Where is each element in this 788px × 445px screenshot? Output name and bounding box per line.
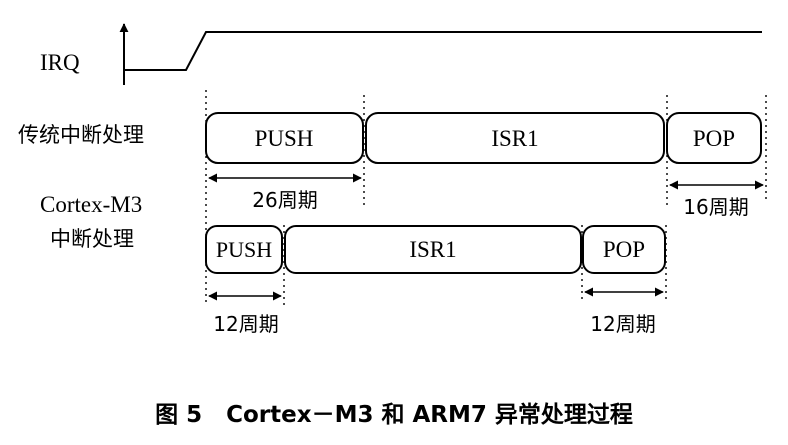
traditional-pop-text: POP [693,126,735,151]
cortex-pop-cycles: 12周期 [590,312,655,336]
traditional-pop-cycles: 16周期 [683,195,748,219]
traditional-label: 传统中断处理 [18,123,144,147]
cortex-pop-box [582,225,666,274]
cortex-isr-box [284,225,582,274]
figure-caption: 图 5 Cortex－M3 和 ARM7 异常处理过程 [155,402,633,428]
cortex-isr-text: ISR1 [409,237,456,262]
cortex-pop-text: POP [603,237,645,262]
traditional-isr-text: ISR1 [491,126,538,151]
cortex-push-cycles: 12周期 [213,312,278,336]
irq-signal: IRQ [40,23,762,85]
traditional-pop-box [666,112,762,164]
traditional-row: 传统中断处理 PUSH ISR1 POP 26周期 16周期 [18,112,764,219]
traditional-isr-box [365,112,665,164]
irq-label: IRQ [40,50,80,75]
cortex-row: Cortex-M3 中断处理 PUSH ISR1 POP 12周期 12周期 [40,192,666,336]
cortex-push-box [205,225,283,274]
cortex-label-line1: Cortex-M3 [40,192,142,217]
traditional-push-box [205,112,364,164]
traditional-push-cycles: 26周期 [252,188,317,212]
irq-waveform [124,31,762,71]
traditional-push-text: PUSH [255,126,314,151]
cortex-push-text: PUSH [216,237,272,262]
cortex-label-line2: 中断处理 [50,227,134,251]
